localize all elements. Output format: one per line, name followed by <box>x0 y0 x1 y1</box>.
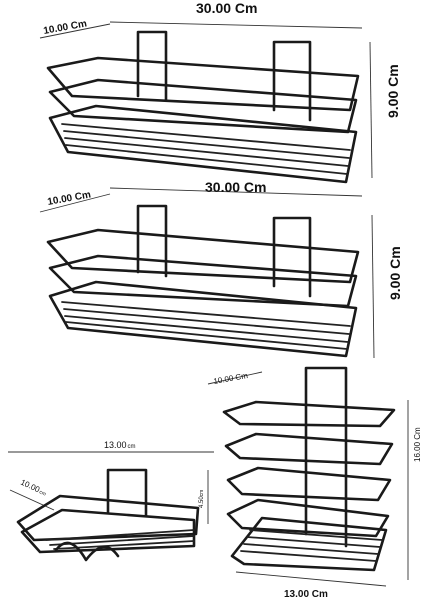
shelf-middle-base-slats <box>61 301 351 350</box>
shelf-top-width-label: 30.00 Cm <box>196 0 257 16</box>
shelf-middle-depth-label: 10.00 Cm <box>47 189 92 207</box>
shelf-middle-width-label: 30.00 Cm <box>205 179 266 195</box>
soap-basket-width-label: 13.00cm <box>104 440 136 450</box>
shelf-middle-hook-right <box>272 216 312 298</box>
shelf-top-hook-right <box>272 40 312 122</box>
shelf-top-depth-label: 10.00 Cm <box>43 18 88 36</box>
corner-tower-depth-label: 10.00 Cm <box>213 371 249 386</box>
soap-basket-height-label: 4.50cm <box>199 490 205 508</box>
corner-tower-shelf: 10.00 Cm 16.00 Cm 13.00 Cm <box>207 366 422 600</box>
corner-tower-width-label: 13.00 Cm <box>284 589 328 600</box>
corner-tower-upright <box>304 366 348 548</box>
corner-tower-tier-3 <box>226 466 392 502</box>
shelf-top-base <box>48 104 358 184</box>
corner-tower-tier-4 <box>226 498 390 538</box>
shelf-middle-base <box>48 280 358 358</box>
soap-basket-base <box>20 508 196 554</box>
shelf-top-base-slats <box>61 123 351 175</box>
soap-basket-depth-label: 10.00cm <box>19 478 48 498</box>
corner-tower-tier-2 <box>224 432 394 466</box>
shelf-middle: 30.00 Cm 10.00 Cm 9.00 Cm <box>39 179 403 359</box>
soap-basket-drain-loop <box>54 541 120 562</box>
shelf-middle-rail-middle <box>48 254 358 308</box>
soap-basket-hook <box>106 468 148 518</box>
corner-tower-tier-1 <box>222 400 396 428</box>
shelf-top-rail-upper <box>46 56 360 112</box>
corner-tower-height-label: 16.00 Cm <box>413 427 422 462</box>
shelf-top-height-label: 9.00 Cm <box>385 64 401 118</box>
shelf-top: 30.00 Cm 10.00 Cm 9.00 Cm <box>39 0 401 184</box>
corner-tower-base <box>230 516 388 572</box>
shelf-middle-hook-left <box>136 204 168 278</box>
soap-basket-rim <box>16 494 200 542</box>
soap-basket: 13.00cm 10.00cm 4.50cm <box>8 440 214 562</box>
shelf-top-hook-left <box>136 30 168 102</box>
shelf-middle-height-label: 9.00 Cm <box>387 246 403 300</box>
corner-tower-base-slats <box>240 529 383 562</box>
